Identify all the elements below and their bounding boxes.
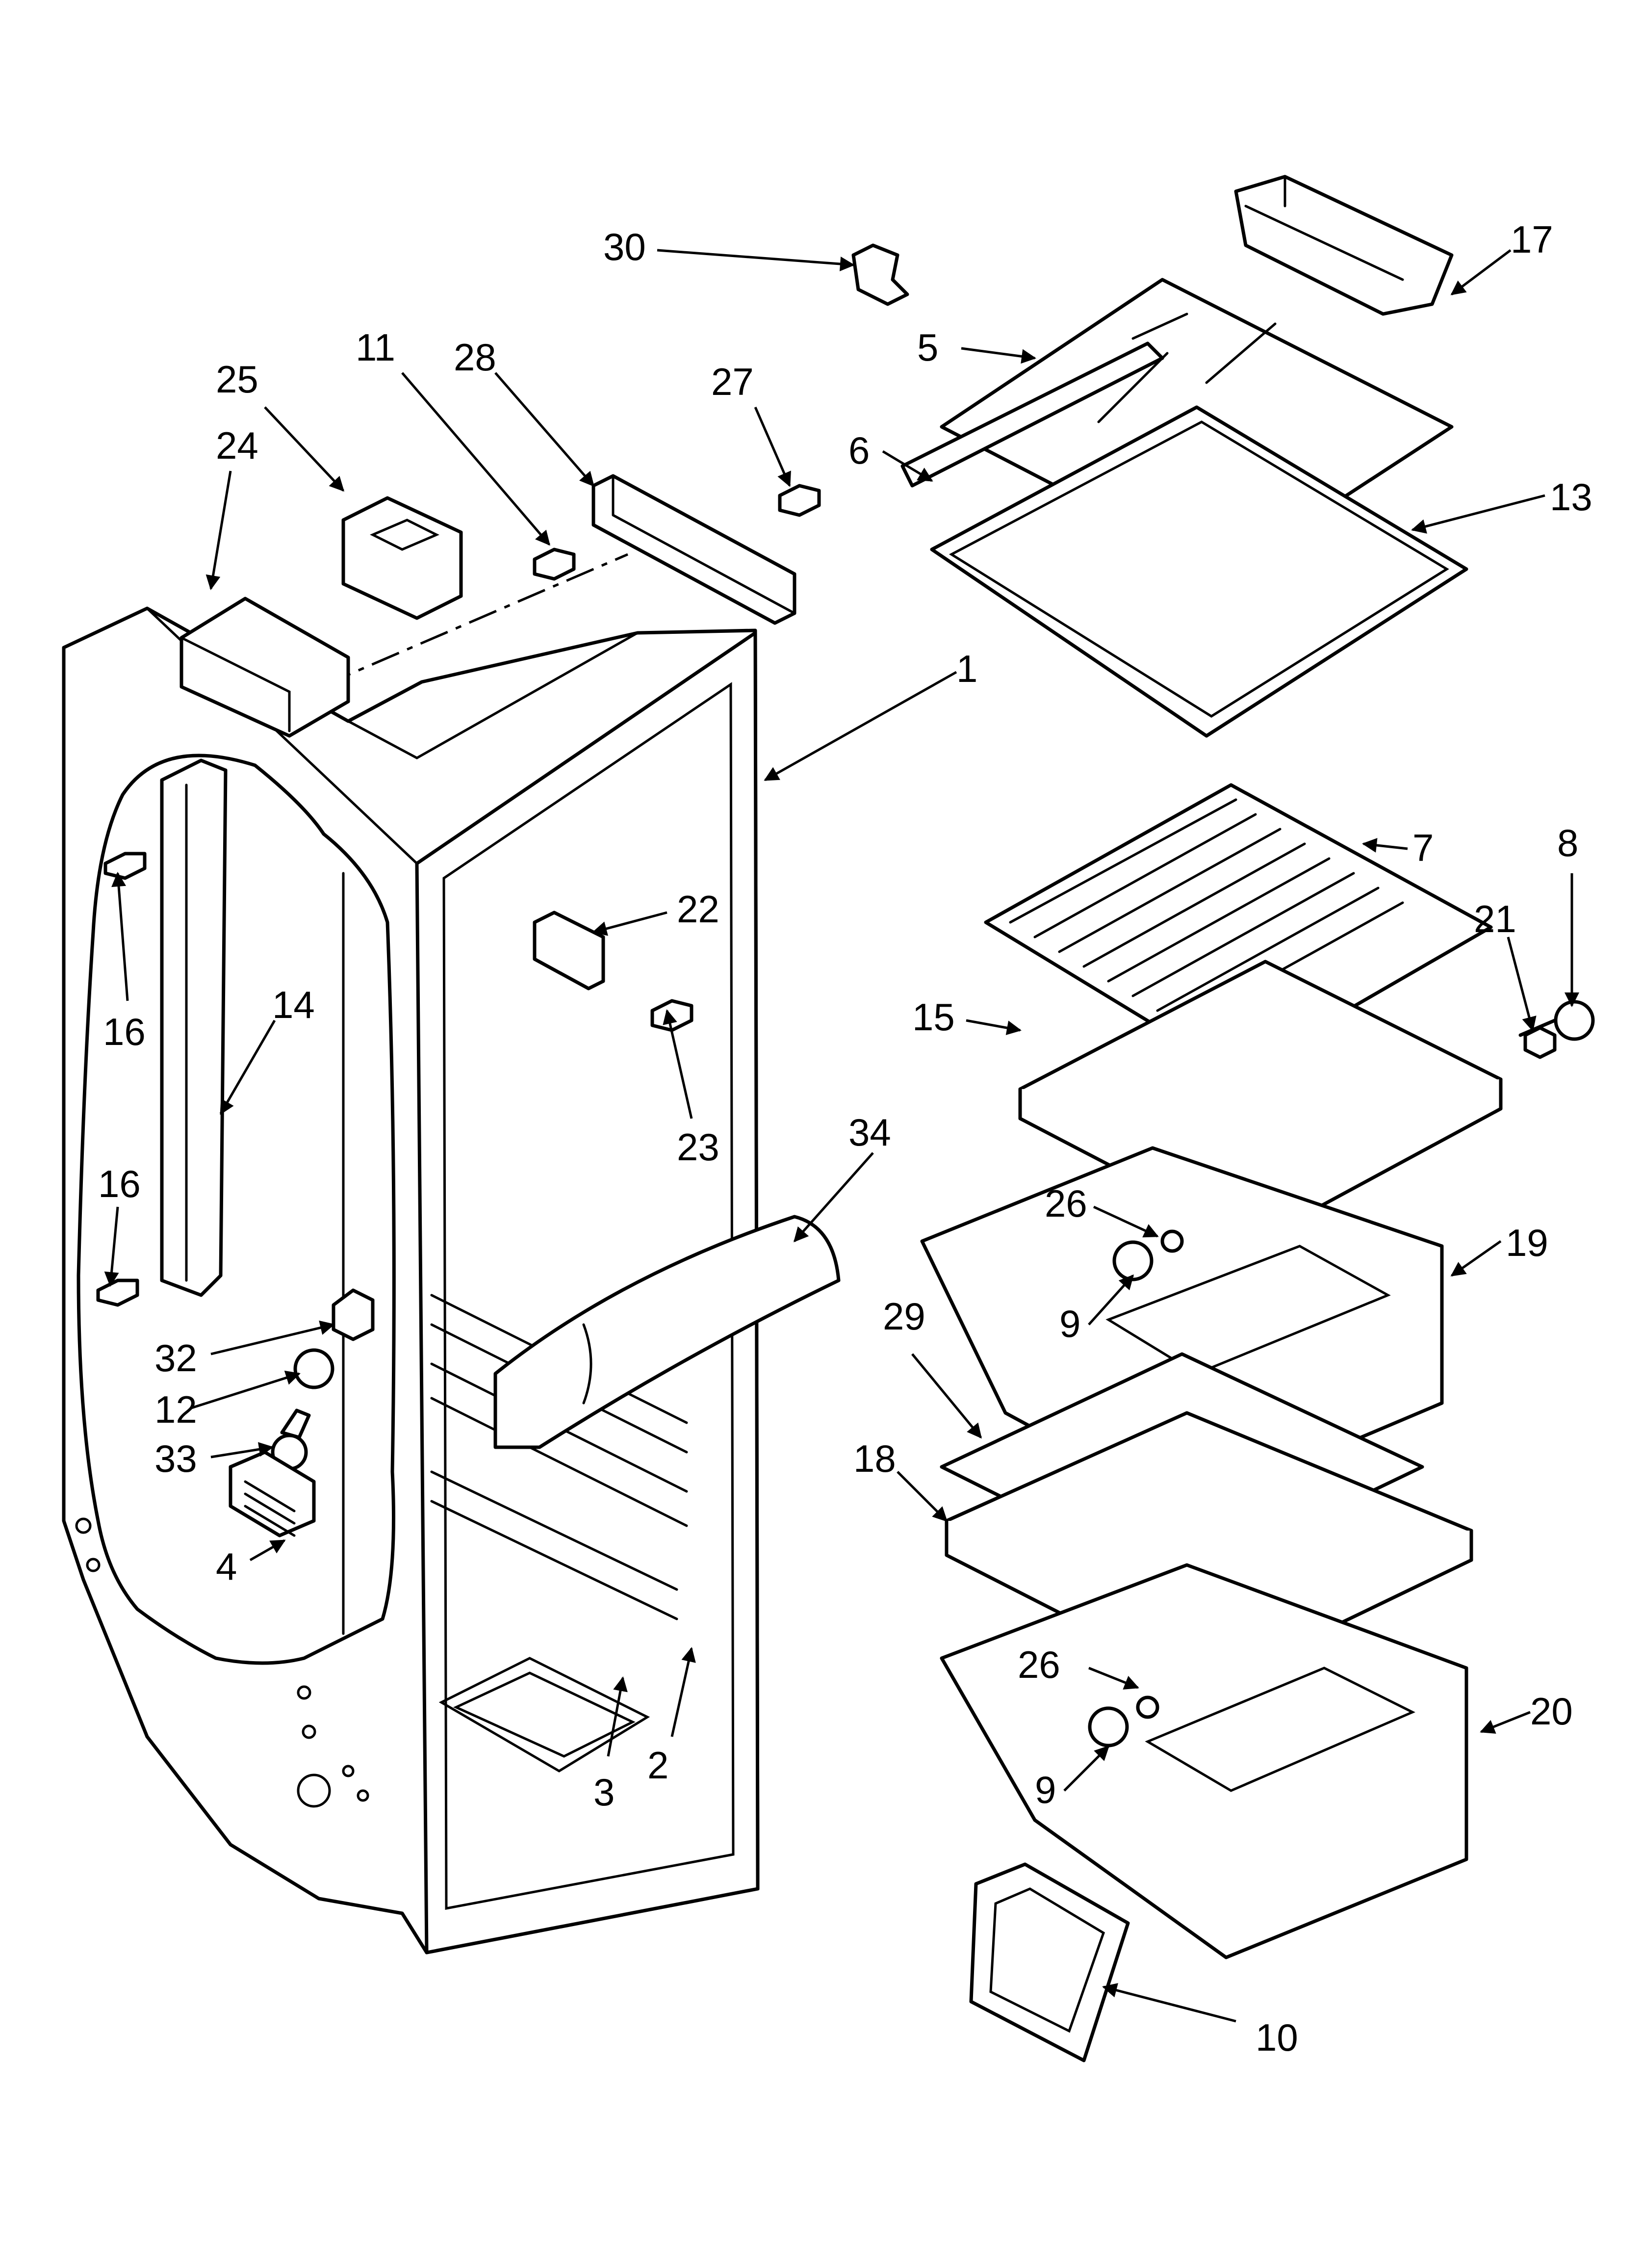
callout-16-bottom: 16	[98, 1162, 141, 1205]
callout-4: 4	[216, 1545, 237, 1588]
shelf-rail	[160, 758, 228, 1297]
crisper-drawer-lower	[940, 1563, 1468, 1959]
screw-11	[533, 547, 576, 581]
shelf-trim	[900, 341, 1164, 488]
callout-21: 21	[1474, 897, 1516, 940]
trim-28	[591, 474, 796, 625]
callout-5: 5	[917, 326, 938, 369]
callout-29: 29	[883, 1295, 925, 1338]
callout-20: 20	[1530, 1690, 1573, 1733]
callout-23: 23	[677, 1125, 719, 1169]
callout-9-lower: 9	[1035, 1768, 1056, 1811]
door-bin	[1234, 175, 1454, 316]
light-cover-25	[341, 496, 463, 620]
callout-19: 19	[1506, 1221, 1548, 1264]
callout-25: 25	[216, 358, 258, 401]
callout-2: 2	[647, 1744, 668, 1787]
callout-26-lower: 26	[1018, 1643, 1060, 1686]
shelf-frame	[930, 405, 1468, 738]
callout-30: 30	[603, 225, 646, 268]
callout-labels: 30 17 11 28 25 27 5 24 6 13 1 7 8 22 21 …	[98, 218, 1592, 2059]
callout-15: 15	[912, 995, 955, 1039]
callout-16-top: 16	[103, 1010, 146, 1053]
screw-27	[778, 484, 821, 517]
callout-leaders	[104, 249, 1579, 2023]
callout-18: 18	[853, 1437, 896, 1480]
callout-28: 28	[454, 336, 496, 379]
callout-33: 33	[154, 1437, 197, 1480]
callout-32: 32	[154, 1336, 197, 1380]
callout-34: 34	[848, 1111, 891, 1154]
callout-7: 7	[1412, 826, 1434, 869]
clip-30	[851, 243, 909, 306]
light-housing-24	[180, 597, 350, 738]
callout-6: 6	[848, 429, 870, 472]
callout-9-upper: 9	[1059, 1302, 1080, 1345]
bracket-22	[533, 911, 605, 991]
callout-3: 3	[593, 1771, 615, 1814]
callout-1: 1	[956, 647, 977, 690]
callout-27: 27	[711, 360, 754, 403]
callout-14: 14	[272, 983, 315, 1026]
callout-17: 17	[1511, 218, 1553, 261]
callout-10: 10	[1256, 2016, 1298, 2059]
callout-8: 8	[1557, 821, 1578, 864]
crisper-cover	[493, 1215, 841, 1449]
callout-13: 13	[1550, 475, 1592, 519]
callout-24: 24	[216, 424, 258, 467]
callout-22: 22	[677, 887, 719, 931]
callout-26-upper: 26	[1045, 1182, 1087, 1225]
label-holder	[969, 1862, 1130, 2062]
callout-11: 11	[356, 326, 395, 369]
callout-12: 12	[154, 1388, 197, 1431]
